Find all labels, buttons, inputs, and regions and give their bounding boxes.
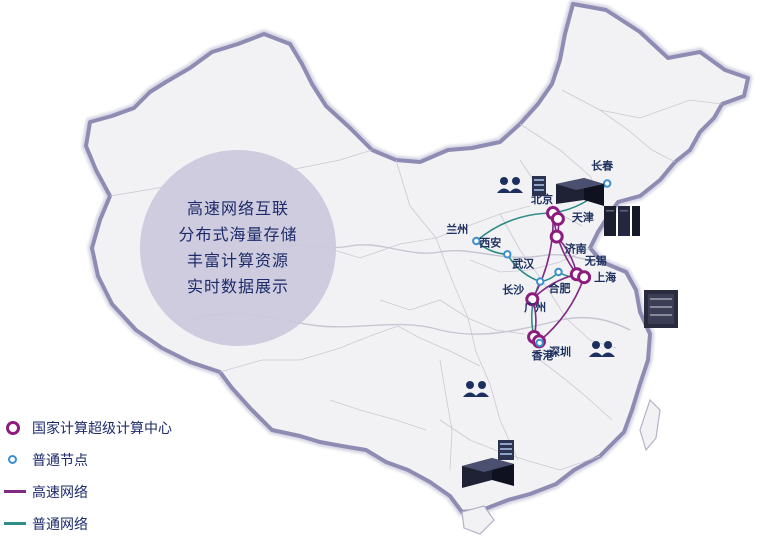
node-changchun[interactable] (603, 179, 612, 188)
city-label-hefei: 合肥 (549, 281, 571, 295)
city-label-lanzhou: 兰州 (446, 222, 468, 236)
feature-circle (140, 150, 336, 346)
legend-item-high-speed-network: 高速网络 (4, 476, 172, 508)
feature-item: 丰富计算资源 (186, 251, 289, 270)
ring-marker (6, 421, 20, 435)
city-label-wuxi: 无锡 (584, 253, 607, 267)
high-speed-link-shanghai-shenzhen (538, 276, 585, 343)
national-center-marker-icon (4, 420, 26, 436)
legend-label: 普通节点 (32, 453, 88, 469)
city-label-tianjin: 天津 (572, 210, 594, 224)
node-xian[interactable] (503, 250, 512, 259)
city-label-hongkong: 香港 (531, 348, 555, 362)
ring-marker (8, 455, 17, 464)
feature-list: 高速网络互联 分布式海量存储 丰富计算资源 实时数据展示 (140, 168, 336, 328)
server-cabinet-icon (604, 206, 640, 236)
legend-item-normal-node: 普通节点 (4, 444, 172, 476)
normal-line-icon (4, 516, 26, 532)
country-land (84, 2, 750, 514)
legend-item-national-center: 国家计算超级计算中心 (4, 412, 172, 444)
city-label-wuhan: 武汉 (512, 257, 535, 271)
feature-item: 分布式海量存储 (178, 225, 298, 244)
node-jinan[interactable] (549, 229, 564, 244)
city-label-shenzhen: 深圳 (549, 344, 571, 358)
node-lanzhou[interactable] (472, 236, 481, 246)
feature-item: 高速网络互联 (186, 199, 289, 218)
node-changsha[interactable] (525, 292, 540, 307)
node-shanghai[interactable] (577, 270, 592, 285)
map-legend: 国家计算超级计算中心 普通节点 高速网络 普通网络 (4, 412, 172, 540)
node-hefei[interactable] (554, 267, 563, 277)
line-swatch (4, 522, 26, 525)
users-icon (463, 381, 489, 397)
users-icon (497, 177, 523, 193)
legend-item-normal-network: 普通网络 (4, 508, 172, 540)
node-hongkong[interactable] (535, 338, 544, 348)
legend-label: 国家计算超级计算中心 (32, 421, 172, 437)
city-label-guangzhou: 广州 (524, 300, 546, 314)
city-label-xian: 西安 (479, 235, 501, 249)
high-speed-line-icon (4, 484, 26, 500)
province-boundaries (109, 89, 723, 471)
server-cabinet-icon (644, 290, 678, 328)
server-cabinet-icon (556, 178, 604, 206)
normal-link-beijing-lanzhou (475, 212, 554, 242)
server-rack-icon (498, 440, 514, 460)
city-label-jinan: 济南 (565, 242, 587, 256)
taiwan-island (639, 398, 661, 452)
node-tianjin[interactable] (550, 211, 565, 226)
city-label-shanghai: 上海 (594, 270, 616, 284)
server-cabinet-icon (462, 458, 514, 488)
hainan-island (461, 505, 495, 535)
node-wuhan[interactable] (536, 277, 545, 286)
users-icon (589, 341, 615, 357)
feature-item: 实时数据展示 (186, 277, 289, 296)
line-swatch (4, 490, 26, 493)
legend-label: 普通网络 (32, 517, 88, 533)
server-rack-icon (532, 176, 546, 196)
city-label-changsha: 长沙 (502, 282, 524, 296)
city-label-changchun: 长春 (591, 159, 614, 173)
normal-node-marker-icon (4, 452, 26, 468)
legend-label: 高速网络 (32, 485, 88, 501)
